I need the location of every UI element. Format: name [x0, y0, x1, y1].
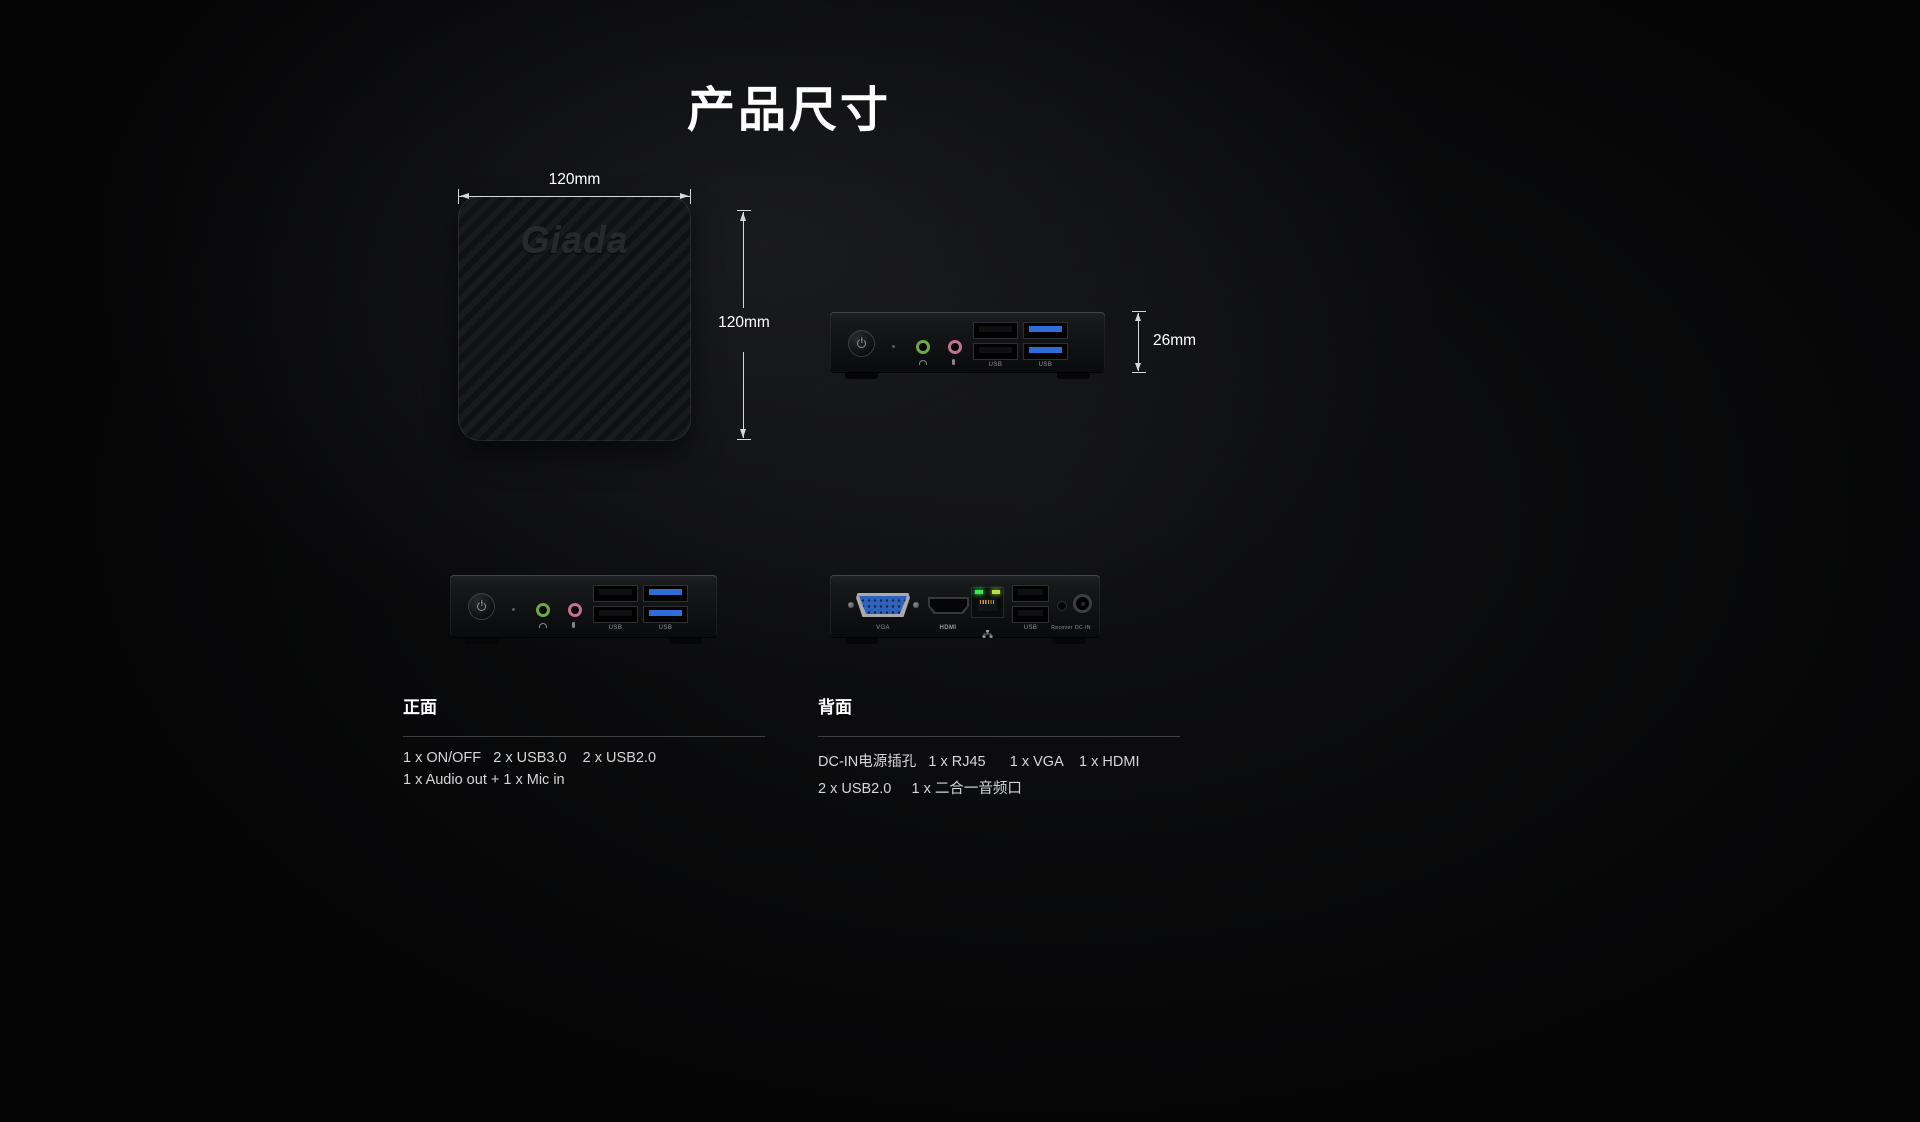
front-spec-heading: 正面	[403, 698, 437, 717]
vga-port	[846, 592, 920, 618]
power-button-icon	[469, 594, 494, 619]
headphone-icon	[919, 360, 927, 365]
rj45-pins	[980, 600, 995, 604]
divider	[818, 736, 1180, 737]
usb20-port	[1012, 585, 1049, 602]
vga-label: VGA	[876, 625, 890, 631]
dimension-tick	[737, 439, 751, 440]
usb20-port	[593, 606, 638, 623]
divider	[403, 736, 765, 737]
dimension-height-label: 120mm	[718, 314, 770, 331]
vga-pins	[859, 596, 907, 614]
usb20-port-stack: USB	[593, 585, 638, 631]
usb30-port	[1023, 343, 1068, 360]
power-led	[512, 608, 515, 611]
page-title: 产品尺寸	[686, 84, 891, 137]
arrow-down-icon	[740, 429, 746, 438]
mic-in-jack	[568, 603, 582, 617]
power-led	[892, 345, 895, 348]
usb20-port-stack: USB	[973, 322, 1018, 368]
usb30-port	[1023, 322, 1068, 339]
usb20-label: USB	[988, 362, 1003, 368]
device-front-view-small: USB USB	[830, 312, 1105, 379]
dc-in-jack	[1073, 594, 1092, 613]
usb30-port-stack: USB	[643, 585, 688, 631]
dimension-width: 120mm	[458, 171, 691, 207]
dimension-thickness: 26mm	[1131, 311, 1196, 373]
usb30-port	[643, 585, 688, 602]
usb20-port	[593, 585, 638, 602]
usb30-label: USB	[1038, 362, 1053, 368]
dimension-line	[743, 212, 744, 308]
vga-shell	[856, 593, 910, 617]
dc-in-label: DC-IN	[1075, 625, 1091, 631]
dimension-width-label: 120mm	[548, 171, 601, 188]
dimension-height: 120mm	[718, 210, 770, 440]
arrow-down-icon	[1135, 363, 1141, 371]
rj45-port	[971, 587, 1004, 618]
recover-label: Recover	[1051, 625, 1073, 631]
device-foot	[845, 373, 878, 379]
lan-icon	[982, 625, 993, 638]
hdmi-label: HDMI	[939, 625, 957, 631]
usb-back-label: USB	[1023, 625, 1038, 631]
dimension-thickness-label: 26mm	[1153, 332, 1197, 349]
power-symbol-icon	[477, 602, 486, 611]
front-spec-line-1: 1 x ON/OFF 2 x USB3.0 2 x USB2.0	[403, 750, 657, 766]
device-foot	[669, 638, 702, 644]
audio-out-jack	[916, 340, 930, 354]
dimension-tick	[1132, 372, 1146, 373]
usb20-port	[973, 322, 1018, 339]
hdmi-port	[928, 597, 969, 614]
arrow-left-icon	[460, 193, 469, 199]
arrow-up-icon	[740, 212, 746, 221]
back-spec-line-1: DC-IN电源插孔 1 x RJ45 1 x VGA 1 x HDMI	[818, 754, 1140, 770]
device-foot	[465, 638, 498, 644]
dimension-tick	[737, 210, 751, 211]
headphone-icon	[539, 623, 547, 628]
dimension-line	[743, 352, 744, 438]
device-foot	[1052, 638, 1085, 644]
device-foot	[1057, 373, 1090, 379]
vga-screw	[912, 602, 919, 608]
usb20-port	[1012, 606, 1049, 623]
device-back-view: VGA HDMI USB Recover DC-IN	[830, 575, 1100, 644]
usb20-port-stack-back	[1012, 585, 1049, 627]
usb20-port	[973, 343, 1018, 360]
dimension-line	[459, 196, 690, 197]
recover-button	[1058, 602, 1066, 610]
dimension-line	[1138, 313, 1139, 371]
mic-icon	[572, 622, 575, 628]
rj45-led-amber	[992, 590, 1000, 594]
arrow-up-icon	[1135, 313, 1141, 321]
vga-screw	[847, 602, 854, 608]
mic-icon	[952, 359, 955, 365]
usb30-label: USB	[658, 625, 673, 631]
usb20-label: USB	[608, 625, 623, 631]
mic-in-jack	[948, 340, 962, 354]
audio-out-jack	[536, 603, 550, 617]
front-spec-line-2: 1 x Audio out + 1 x Mic in	[403, 772, 565, 788]
back-spec-heading: 背面	[818, 698, 852, 717]
power-symbol-icon	[857, 339, 866, 348]
front-spec-section: 正面 1 x ON/OFF 2 x USB3.0 2 x USB2.0 1 x …	[403, 698, 765, 788]
dimension-tick	[1132, 311, 1146, 312]
device-top-view: Giada	[458, 196, 691, 441]
giada-logo: Giada	[520, 220, 629, 261]
rj45-led-green	[975, 590, 983, 594]
dimension-tick	[690, 189, 691, 204]
arrow-right-icon	[680, 193, 689, 199]
usb30-port	[643, 606, 688, 623]
dimension-tick	[458, 189, 459, 204]
usb30-port-stack: USB	[1023, 322, 1068, 368]
device-foot	[845, 638, 878, 644]
back-spec-section: 背面 DC-IN电源插孔 1 x RJ45 1 x VGA 1 x HDMI 2…	[818, 698, 1180, 798]
back-spec-line-2: 2 x USB2.0 1 x 二合一音频口	[818, 781, 1022, 797]
power-button-icon	[849, 331, 874, 356]
device-front-view: USB USB	[450, 575, 717, 644]
